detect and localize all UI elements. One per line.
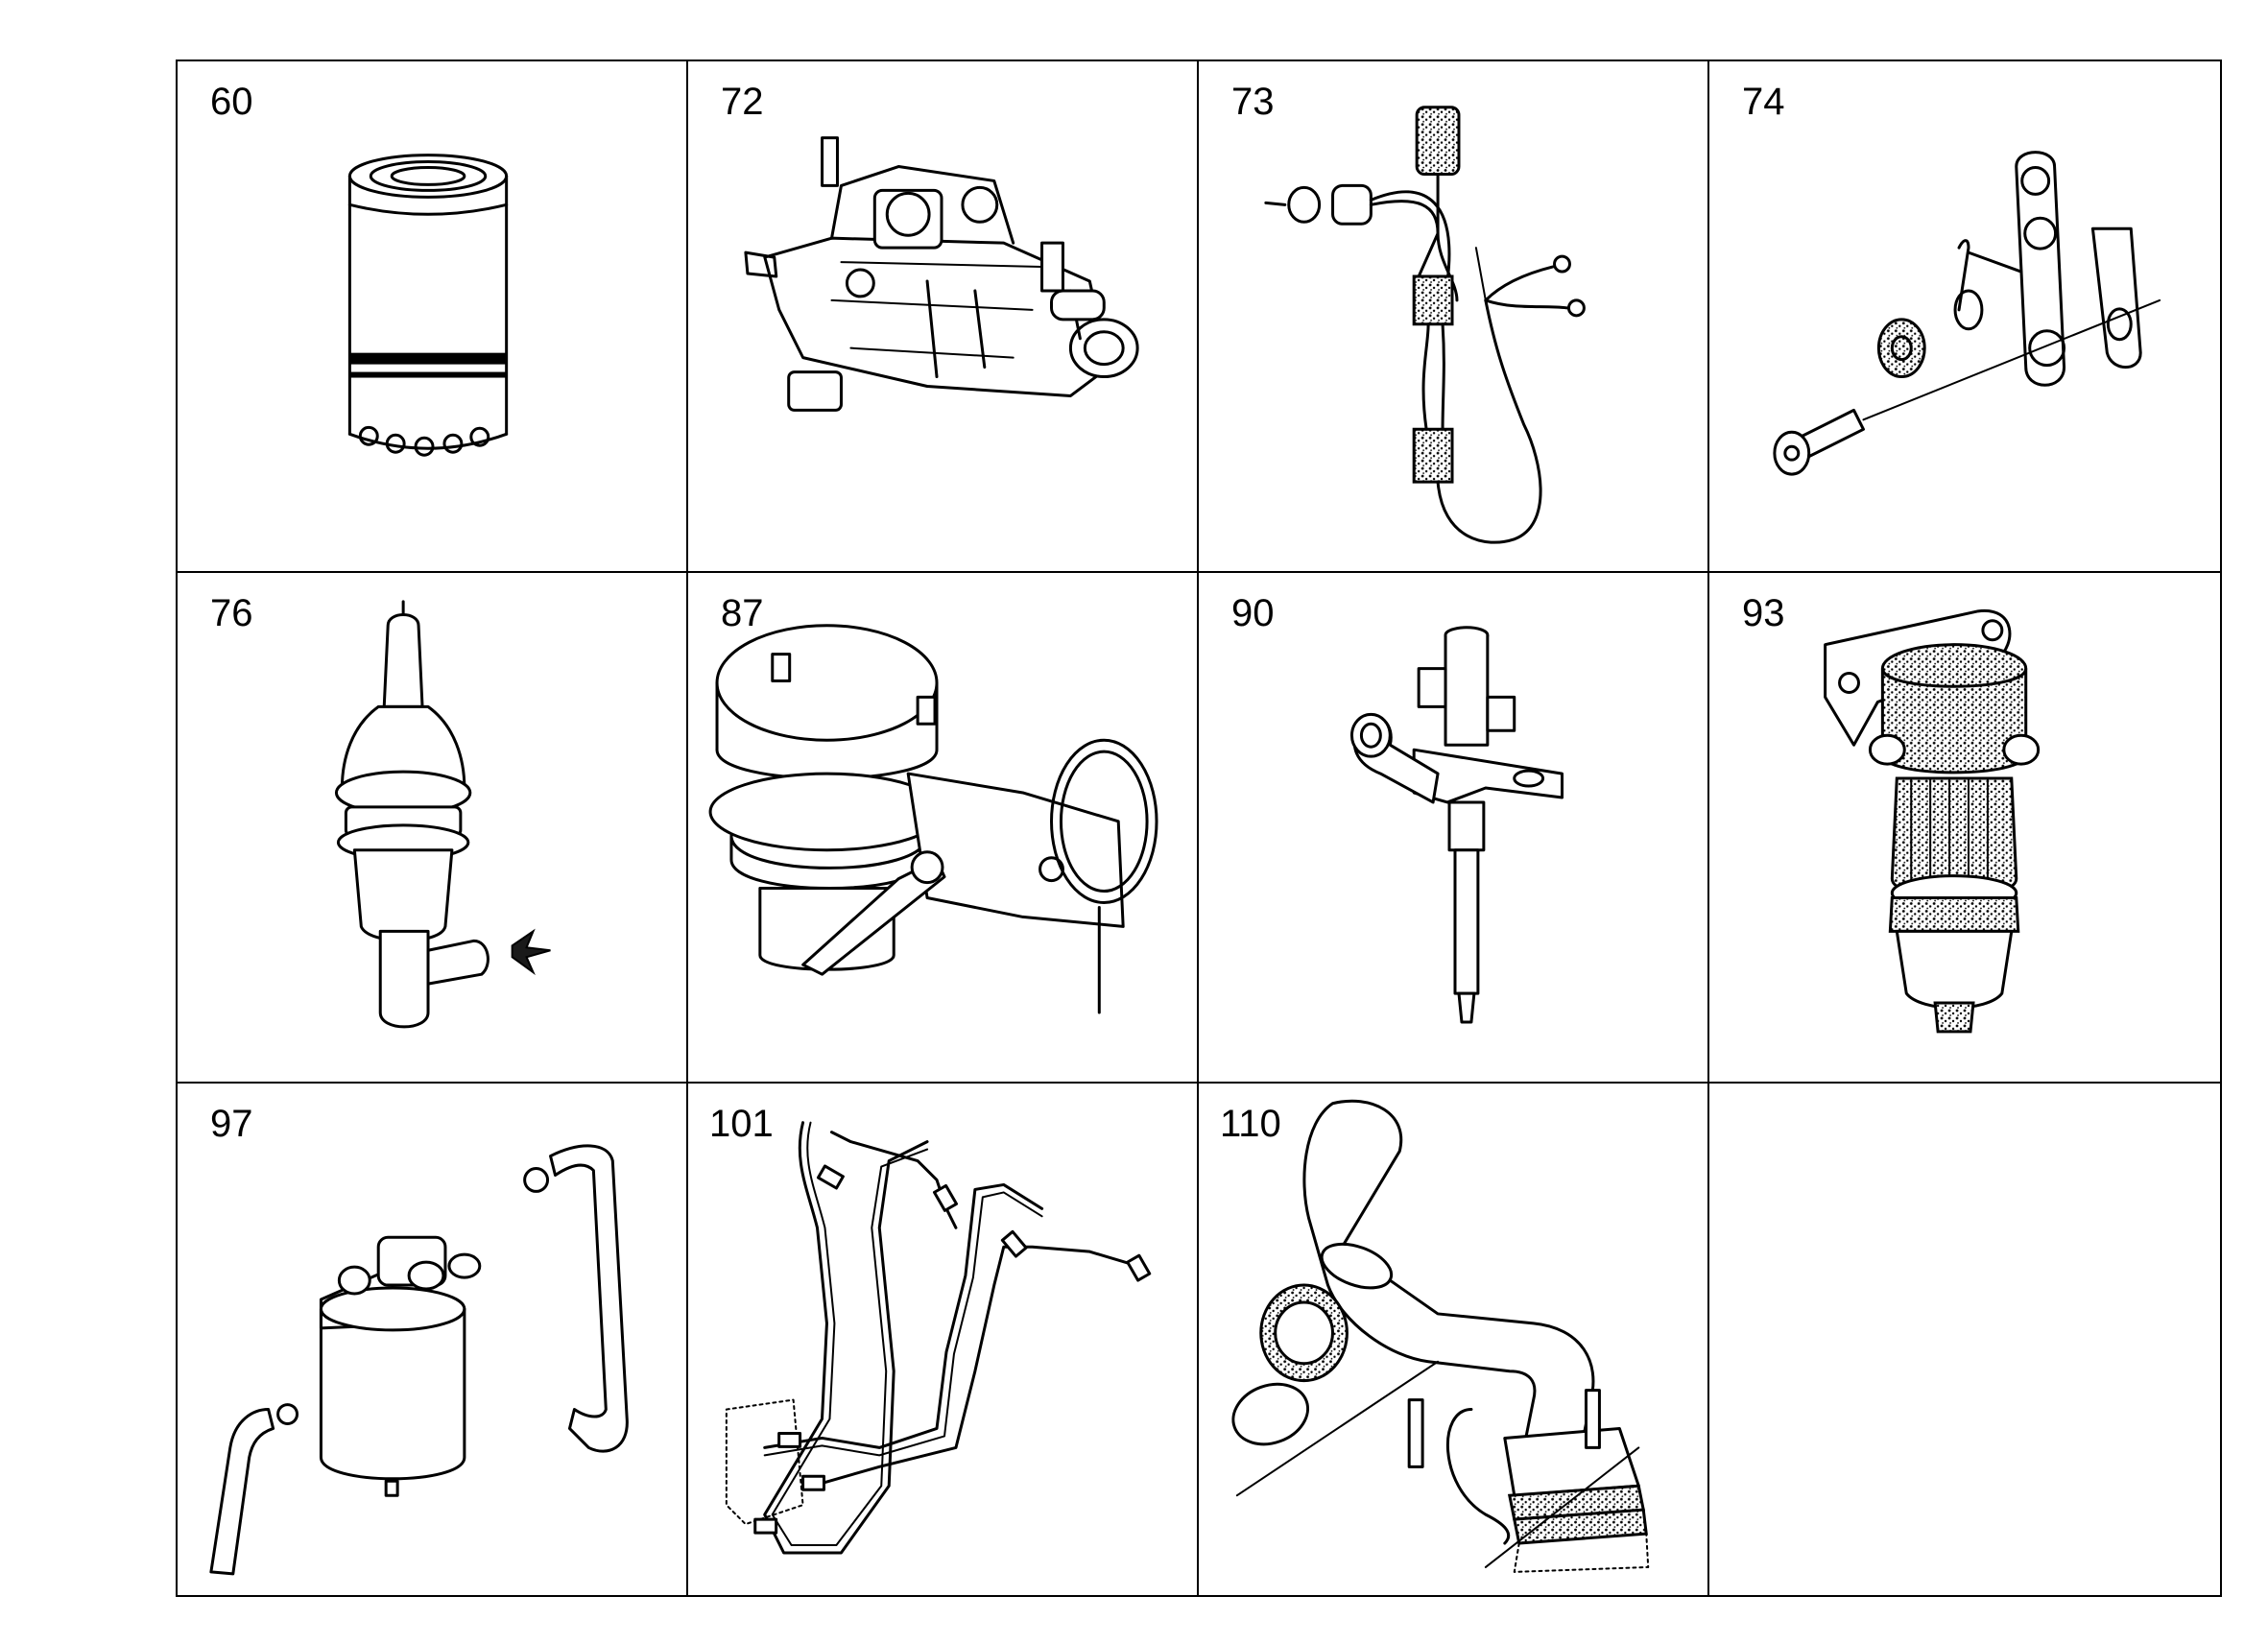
fuel-injector-icon — [1199, 573, 1707, 1083]
part-cell-76[interactable]: 76 — [178, 572, 688, 1084]
part-cell-87[interactable]: 87 — [688, 572, 1199, 1084]
part-cell-73[interactable]: 73 — [1199, 61, 1709, 573]
part-number: 101 — [709, 1103, 774, 1146]
part-cell-97[interactable]: 97 — [178, 1084, 688, 1595]
part-cell-93[interactable]: 93 — [1709, 573, 2220, 1084]
fuel-lift-pump-icon — [688, 573, 1197, 1083]
part-cell-101[interactable]: 101 — [688, 1084, 1199, 1595]
fuel-water-separator-icon — [1709, 573, 2220, 1083]
sensor-wiring-harness-icon — [1199, 61, 1707, 571]
part-number: 73 — [1231, 81, 1275, 123]
part-number: 90 — [1231, 591, 1275, 634]
oil-filter-icon — [178, 61, 686, 571]
part-cell-60[interactable]: 60 — [178, 61, 688, 573]
part-number: 93 — [1742, 591, 1785, 634]
part-number: 72 — [721, 81, 764, 123]
part-cell-110[interactable]: 110 — [1199, 1084, 1709, 1595]
injection-pump-icon — [688, 61, 1197, 571]
part-number: 97 — [210, 1103, 253, 1146]
part-number: 74 — [1742, 81, 1785, 123]
bracket-bolt-spring-icon — [1709, 61, 2220, 571]
part-number: 76 — [210, 591, 253, 634]
intake-pipe-icon — [1199, 1084, 1707, 1595]
part-cell-90[interactable]: 90 — [1199, 572, 1709, 1084]
parts-grid: 60 72 — [176, 60, 2222, 1597]
part-number: 60 — [210, 81, 253, 123]
empty-cell — [1709, 1084, 2220, 1595]
part-number: 87 — [721, 591, 764, 634]
fuel-injection-lines-icon — [688, 1084, 1197, 1595]
fuel-filter-hoses-icon — [178, 1084, 686, 1595]
part-number: 110 — [1220, 1103, 1281, 1146]
part-cell-74[interactable]: 74 — [1709, 61, 2220, 573]
thermostat-valve-icon — [178, 573, 686, 1083]
part-cell-72[interactable]: 72 — [688, 61, 1199, 573]
